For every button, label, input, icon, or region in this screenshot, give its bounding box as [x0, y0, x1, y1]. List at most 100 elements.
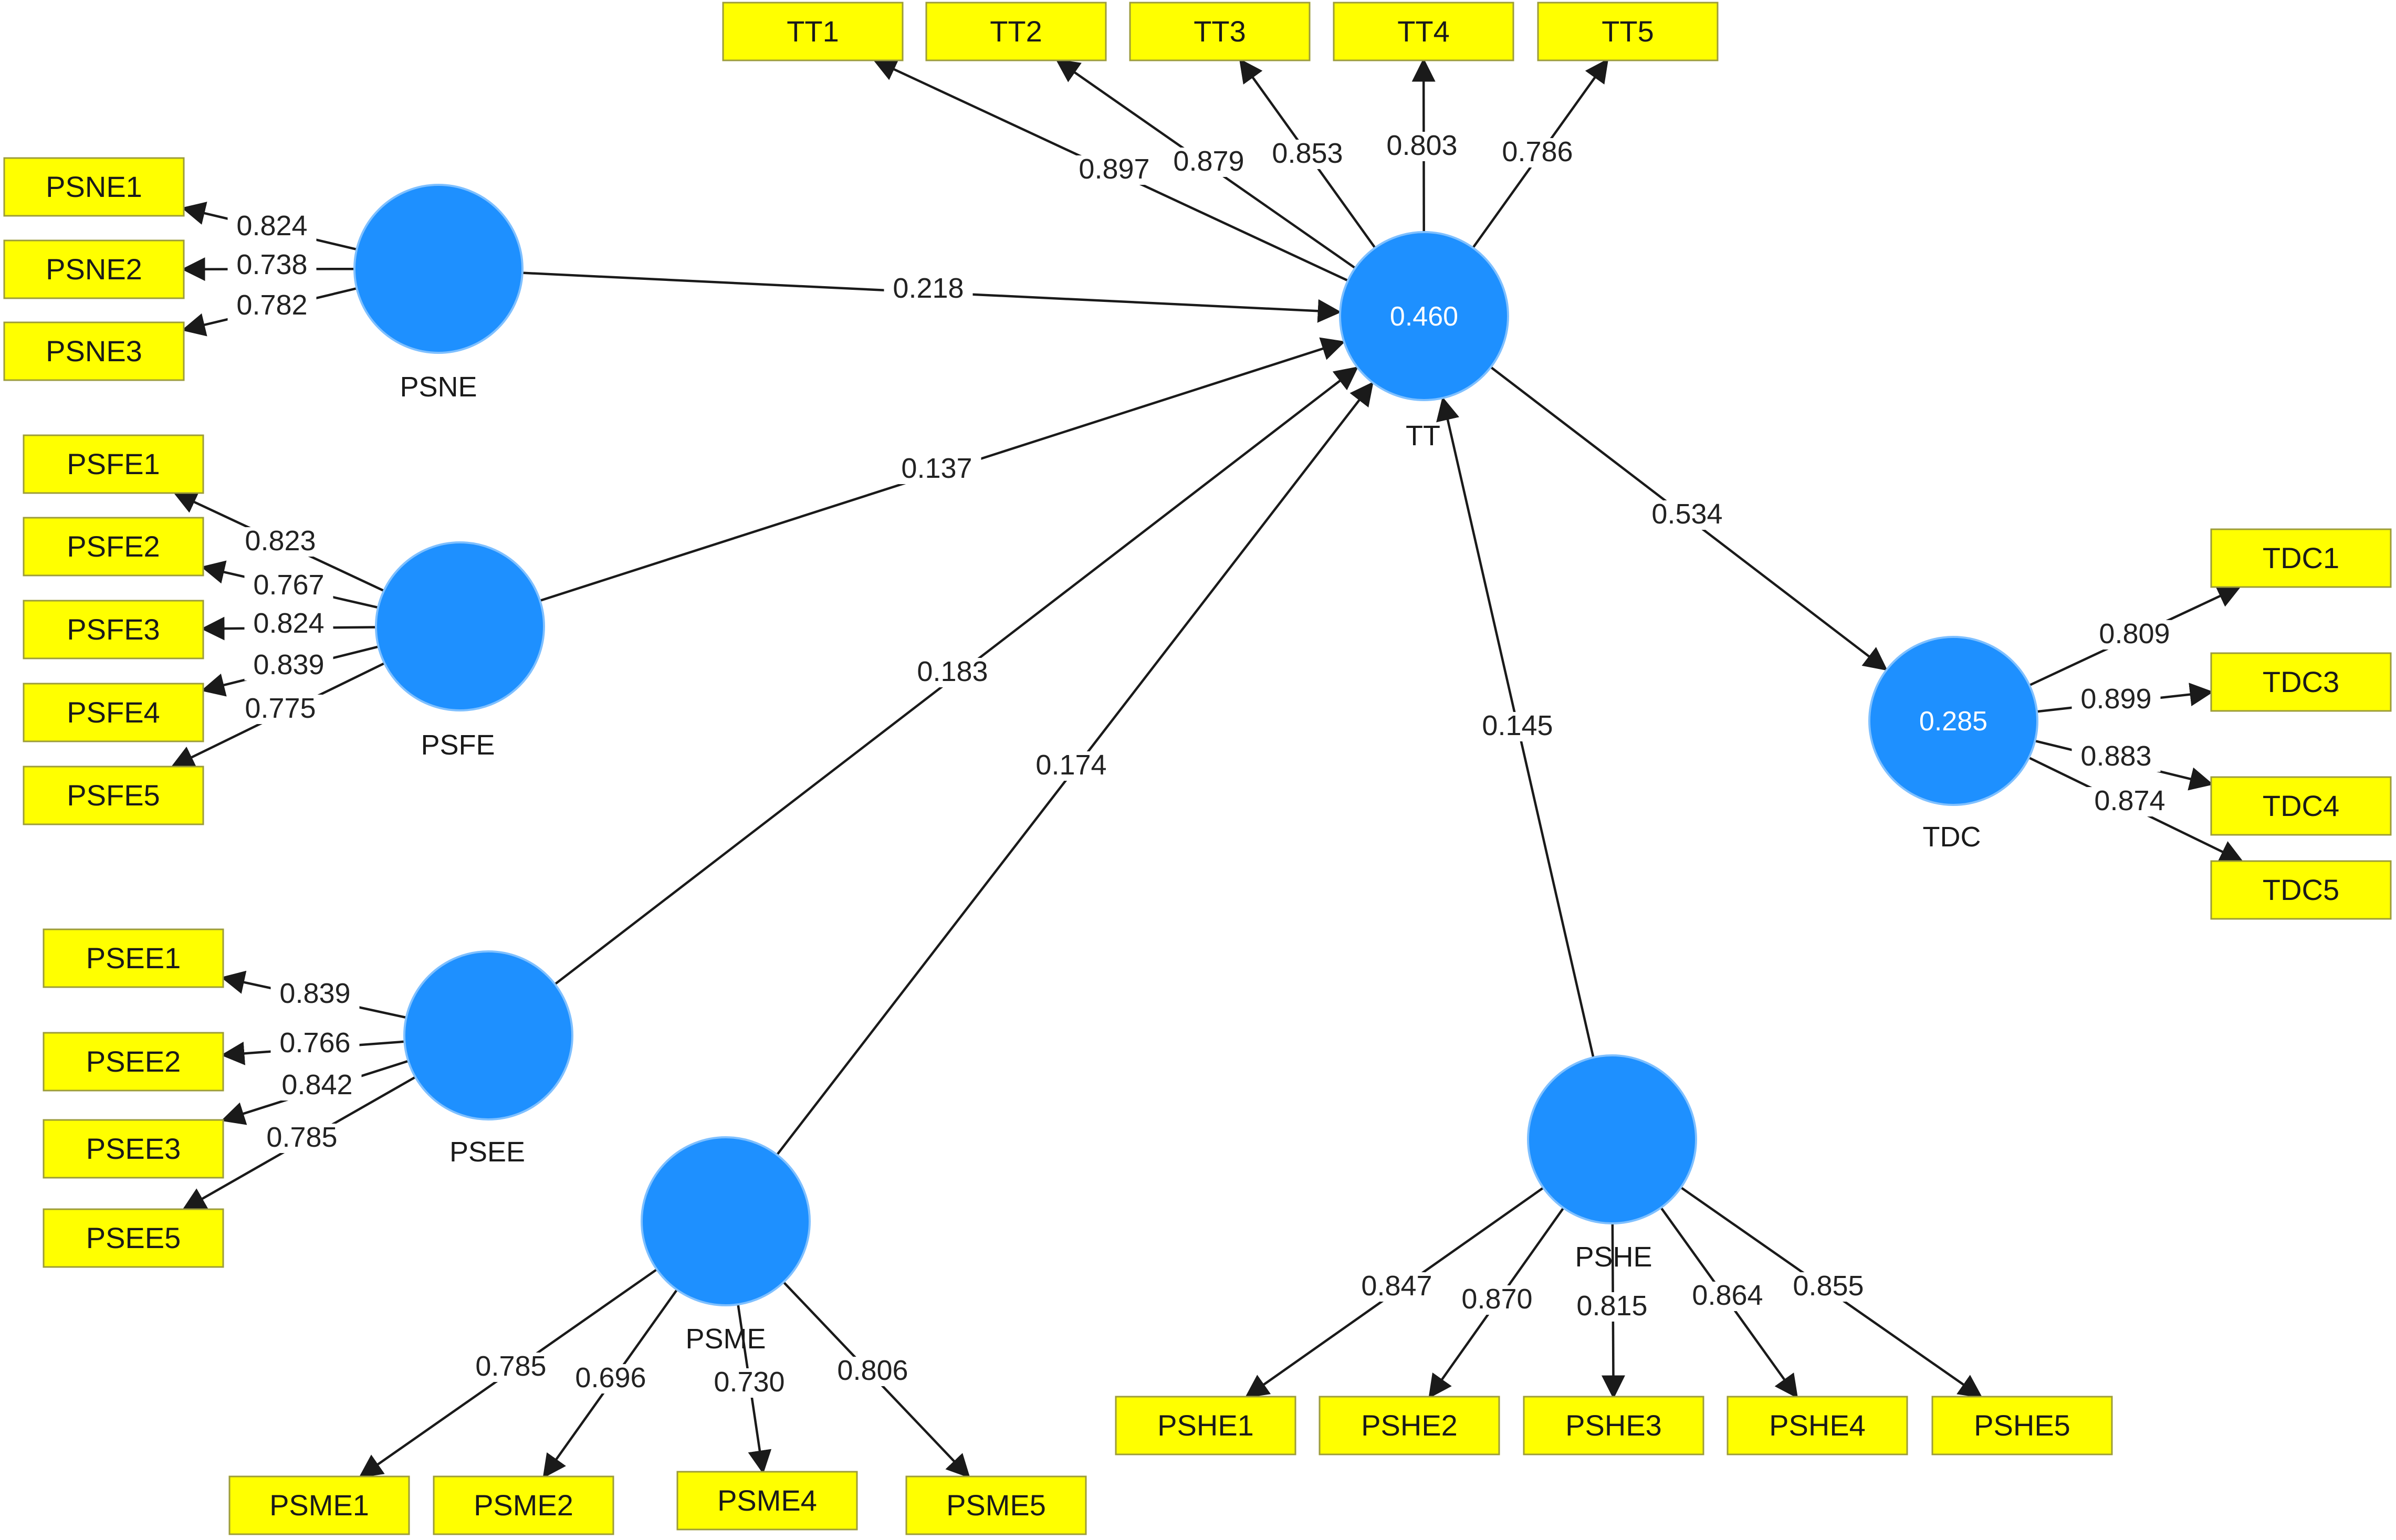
indicator-psee2[interactable]: PSEE2: [43, 1032, 224, 1092]
indicator-psme1[interactable]: PSME1: [228, 1475, 410, 1535]
loading-label-tt1: 0.897: [1070, 153, 1159, 185]
indicator-psee1[interactable]: PSEE1: [43, 928, 224, 988]
indicator-psne3[interactable]: PSNE3: [3, 321, 185, 381]
indicator-pshe3[interactable]: PSHE3: [1523, 1396, 1704, 1455]
path-coefficient-pshe-text: 0.145: [1482, 710, 1553, 741]
loading-label-pshe1: 0.847: [1352, 1270, 1441, 1302]
construct-psme[interactable]: PSME: [641, 1136, 811, 1355]
indicator-pshe4[interactable]: PSHE4: [1727, 1396, 1908, 1455]
loading-label-tt2-text: 0.879: [1173, 145, 1244, 177]
construct-psfe[interactable]: PSFE: [375, 541, 545, 761]
indicator-tt5[interactable]: TT5: [1537, 2, 1719, 61]
indicator-psne1[interactable]: PSNE1: [3, 157, 185, 217]
loading-label-psfe1: 0.823: [236, 525, 325, 557]
path-coefficient-psme-text: 0.174: [1035, 749, 1106, 781]
indicator-psfe2[interactable]: PSFE2: [23, 517, 204, 577]
indicator-psfe1[interactable]: PSFE1: [23, 434, 204, 494]
loading-label-psme2: 0.696: [566, 1362, 655, 1394]
indicator-label: TDC3: [2263, 665, 2339, 698]
construct-r-squared: 0.285: [1919, 706, 1987, 737]
path-coefficient-psee: 0.183: [908, 656, 997, 687]
indicator-label: PSHE2: [1361, 1409, 1458, 1442]
path-coefficient-tt-text: 0.534: [1651, 498, 1722, 530]
indicator-tdc3[interactable]: TDC3: [2210, 652, 2392, 712]
construct-name: TDC: [1923, 821, 1981, 853]
indicator-psme2[interactable]: PSME2: [433, 1475, 614, 1535]
indicator-label: TT2: [990, 15, 1042, 48]
indicator-tt1[interactable]: TT1: [722, 2, 904, 61]
loading-label-pshe3: 0.815: [1567, 1290, 1657, 1322]
loading-label-tdc5-text: 0.874: [2094, 785, 2165, 816]
indicator-psfe5[interactable]: PSFE5: [23, 766, 204, 825]
loading-label-psne3: 0.782: [227, 289, 317, 321]
indicator-label: TT1: [787, 15, 839, 48]
loading-label-psme4: 0.730: [705, 1366, 794, 1398]
loading-label-tt3: 0.853: [1263, 138, 1352, 169]
indicator-label: PSME5: [946, 1489, 1046, 1522]
indicator-tdc4[interactable]: TDC4: [2210, 776, 2392, 836]
loading-label-tt5-text: 0.786: [1502, 136, 1573, 167]
indicator-label: PSHE5: [1974, 1409, 2070, 1442]
indicator-psee5[interactable]: PSEE5: [43, 1208, 224, 1268]
construct-psne[interactable]: PSNE: [353, 184, 524, 403]
construct-name: PSME: [685, 1323, 766, 1355]
loading-label-tt4: 0.803: [1377, 130, 1467, 161]
construct-psee[interactable]: PSEE: [403, 950, 573, 1168]
indicator-label: PSFE4: [67, 696, 160, 729]
path-coefficient-psfe: 0.137: [892, 453, 981, 484]
indicator-pshe1[interactable]: PSHE1: [1115, 1396, 1296, 1455]
loading-label-tdc3-text: 0.899: [2080, 683, 2151, 715]
indicator-label: PSEE3: [86, 1132, 181, 1165]
loading-label-psfe2: 0.767: [244, 569, 333, 601]
indicator-psme4[interactable]: PSME4: [676, 1471, 858, 1531]
loading-label-psee3-text: 0.842: [281, 1069, 352, 1101]
indicator-tdc5[interactable]: TDC5: [2210, 860, 2392, 920]
indicator-psee3[interactable]: PSEE3: [43, 1119, 224, 1179]
indicator-label: PSEE1: [86, 941, 181, 975]
loading-label-tt5: 0.786: [1493, 136, 1582, 167]
loading-label-psme5-text: 0.806: [837, 1355, 908, 1386]
loading-label-psne1-text: 0.824: [236, 210, 307, 242]
indicator-label: PSME1: [269, 1489, 369, 1522]
indicator-psfe4[interactable]: PSFE4: [23, 683, 204, 742]
indicator-psme5[interactable]: PSME5: [905, 1475, 1087, 1535]
loading-label-pshe4-text: 0.864: [1692, 1280, 1763, 1311]
indicator-psfe3[interactable]: PSFE3: [23, 600, 204, 659]
loading-label-psfe5: 0.775: [236, 693, 325, 724]
loading-label-psfe5-text: 0.775: [245, 693, 316, 724]
indicator-label: PSFE2: [67, 530, 160, 563]
indicator-label: PSFE3: [67, 613, 160, 646]
path-coefficient-psee-text: 0.183: [917, 656, 988, 687]
indicator-psne2[interactable]: PSNE2: [3, 239, 185, 299]
indicator-tt2[interactable]: TT2: [925, 2, 1107, 61]
indicator-label: TDC1: [2263, 541, 2339, 574]
indicator-label: PSNE1: [46, 170, 142, 203]
construct-pshe[interactable]: PSHE: [1527, 1054, 1697, 1273]
indicator-tt3[interactable]: TT3: [1129, 2, 1311, 61]
loading-label-tdc1-text: 0.809: [2099, 618, 2170, 649]
loading-label-tt2: 0.879: [1164, 145, 1253, 177]
indicator-pshe2[interactable]: PSHE2: [1319, 1396, 1500, 1455]
indicator-label: TT4: [1397, 15, 1450, 48]
loading-label-tdc3: 0.899: [2071, 683, 2161, 715]
loading-label-psfe3: 0.824: [244, 607, 333, 639]
edge-labels-layer: 0.218 0.137 0.183 0.174 0.145 0.534 0.897 0.879…: [227, 130, 2179, 1398]
loading-label-psfe4-text: 0.839: [253, 649, 324, 680]
loading-label-psme2-text: 0.696: [575, 1362, 646, 1394]
path-coefficient-psne: 0.218: [884, 273, 973, 304]
indicator-tt4[interactable]: TT4: [1333, 2, 1514, 61]
loading-label-psfe1-text: 0.823: [245, 525, 316, 557]
path-coefficient-pshe: 0.145: [1473, 710, 1562, 741]
indicator-tdc1[interactable]: TDC1: [2210, 528, 2392, 588]
loading-label-tdc4-text: 0.883: [2080, 740, 2151, 772]
indicator-label: TT3: [1194, 15, 1246, 48]
indicator-pshe5[interactable]: PSHE5: [1931, 1396, 2113, 1455]
construct-name: TT: [1406, 420, 1440, 452]
loading-label-psee5-text: 0.785: [266, 1122, 337, 1153]
indicator-label: TDC4: [2263, 789, 2339, 822]
loading-label-psfe4: 0.839: [244, 649, 333, 680]
loading-label-psme1-text: 0.785: [475, 1350, 546, 1382]
loading-label-psee2-text: 0.766: [279, 1027, 350, 1059]
